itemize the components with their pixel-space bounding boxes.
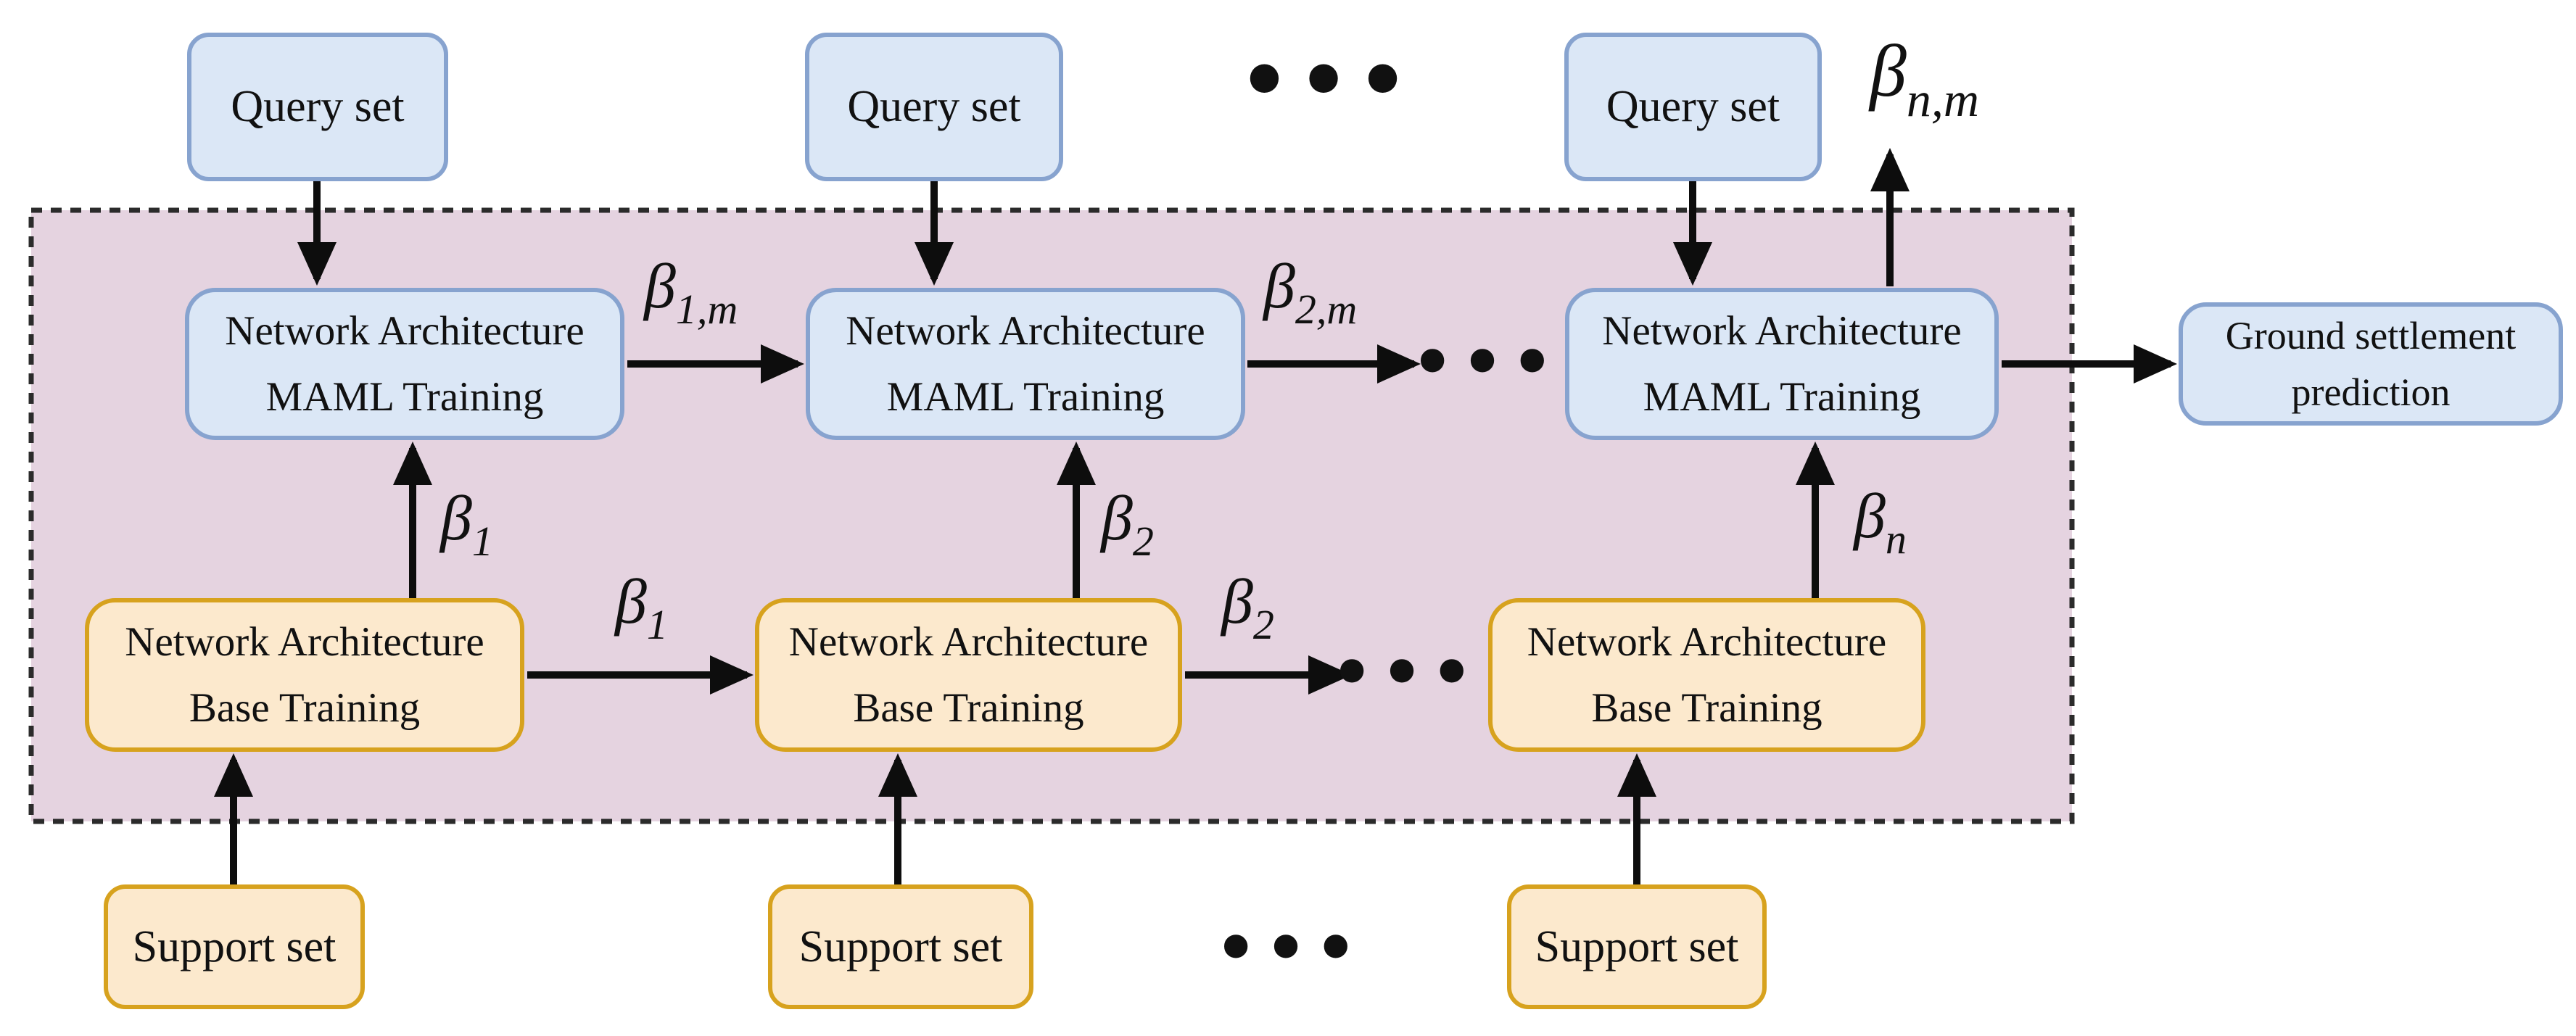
base-box-line1: Network Architecture [788,618,1149,665]
beta-label-1-right: β1 [615,565,668,648]
beta-label-2-up: β2 [1101,482,1154,565]
support-set-label: Support set [1535,921,1739,971]
ground-settlement-prediction-box: Ground settlement prediction [2179,302,2563,426]
beta-subscript: 1,m [675,286,738,333]
base-box-line1: Network Architecture [1527,618,1887,665]
beta-subscript: n,m [1906,72,1979,127]
support-set-box-3: Support set [1507,884,1767,1009]
maml-box-line1: Network Architecture [1602,307,1962,354]
ellipsis-maml-row: ••• [1411,323,1561,402]
maml-box-line2: MAML Training [265,374,544,420]
beta-label-n-up: βn [1854,480,1907,563]
beta-subscript: 1 [646,601,668,648]
beta-symbol: β [1263,252,1295,322]
beta-subscript: 2 [1252,601,1274,648]
beta-subscript: 2,m [1295,286,1358,333]
support-set-label: Support set [132,921,337,971]
maml-training-box-3: Network Architecture MAML Training [1565,288,1999,440]
query-set-label: Query set [847,82,1021,131]
base-training-box-3: Network Architecture Base Training [1488,598,1925,752]
beta-subscript: 2 [1132,518,1154,565]
query-set-box-3: Query set [1564,33,1822,181]
beta-symbol: β [440,484,472,554]
query-set-label: Query set [1606,82,1780,131]
base-box-line2: Base Training [853,685,1084,731]
beta-subscript: 1 [471,518,493,565]
beta-label-2-right: β2 [1221,565,1274,648]
beta-symbol: β [615,567,647,637]
base-training-box-2: Network Architecture Base Training [755,598,1182,752]
beta-symbol: β [644,252,676,322]
ellipsis-top-row: ••• [1238,34,1416,128]
ellipsis-support-row: ••• [1214,909,1365,987]
base-box-line1: Network Architecture [125,618,484,665]
output-box-line1: Ground settlement [2225,313,2517,357]
maml-box-line2: MAML Training [886,374,1165,420]
beta-label-1m: β1,m [644,250,738,333]
base-training-box-1: Network Architecture Base Training [85,598,524,752]
maml-training-box-1: Network Architecture MAML Training [185,288,624,440]
query-set-label: Query set [231,82,405,131]
maml-box-line2: MAML Training [1643,374,1921,420]
maml-box-line1: Network Architecture [846,307,1205,354]
ellipsis-base-row: ••• [1330,634,1481,712]
support-set-box-1: Support set [104,884,365,1009]
query-set-box-2: Query set [805,33,1063,181]
base-box-line2: Base Training [1591,685,1822,731]
support-set-box-2: Support set [768,884,1033,1009]
beta-subscript: n [1885,515,1907,563]
beta-label-1-up: β1 [440,482,493,565]
beta-symbol: β [1221,567,1253,637]
beta-label-2m: β2,m [1263,250,1357,333]
beta-symbol: β [1870,30,1907,112]
maml-box-line1: Network Architecture [225,307,585,354]
output-box-line2: prediction [2291,370,2451,414]
beta-symbol: β [1854,481,1886,552]
beta-label-nm: βn,m [1870,29,1979,127]
base-box-line2: Base Training [189,685,421,731]
beta-symbol: β [1101,484,1133,554]
query-set-box-1: Query set [187,33,448,181]
support-set-label: Support set [798,921,1003,971]
maml-training-box-2: Network Architecture MAML Training [806,288,1245,440]
